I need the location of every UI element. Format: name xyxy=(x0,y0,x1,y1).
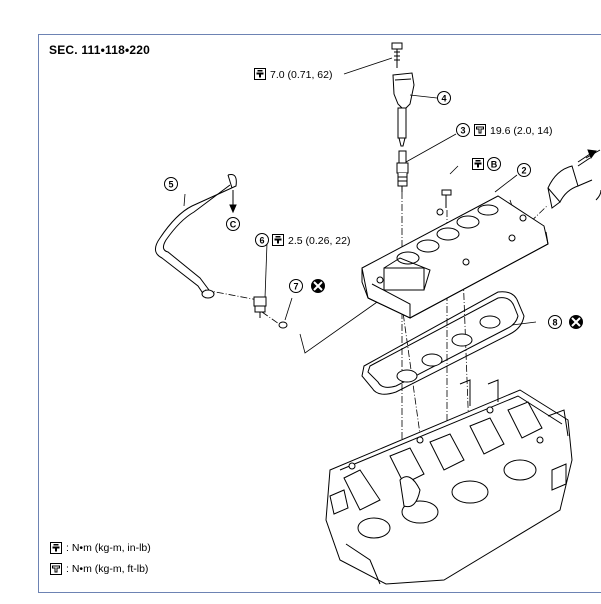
pcv-hose xyxy=(547,149,601,209)
callout-c-label: C xyxy=(230,220,237,230)
legend-in-lb: : N•m (kg-m, in-lb) xyxy=(66,542,151,554)
rocker-cover-gasket xyxy=(361,291,525,395)
pcv-arrow xyxy=(577,149,597,163)
discard-icon xyxy=(311,279,325,293)
callout-b-label: B xyxy=(491,160,498,170)
torque-spec-pcv-valve: 2.5 (0.26, 22) xyxy=(288,235,351,247)
torque-ft-lb-icon xyxy=(474,124,486,136)
callout-7-label: 7 xyxy=(293,282,298,292)
coil-bolt xyxy=(391,42,403,68)
spark-plug xyxy=(396,150,409,192)
arrow-to-c xyxy=(229,190,237,214)
callout-7: 7 xyxy=(289,279,303,293)
callout-c: C xyxy=(226,217,240,231)
callout-b: B xyxy=(487,157,501,171)
torque-spec-spark-plug: 19.6 (2.0, 14) xyxy=(490,125,553,137)
ignition-coil xyxy=(392,72,415,147)
diagram-frame xyxy=(38,34,601,593)
callout-2: 2 xyxy=(517,163,531,177)
torque-in-lb-icon xyxy=(254,68,266,80)
breather-hose xyxy=(155,174,237,299)
section-code: SEC. 111•118•220 xyxy=(49,43,151,57)
callout-8: 8 xyxy=(548,315,562,329)
callout-5: 5 xyxy=(164,177,178,191)
callout-4: 4 xyxy=(437,91,451,105)
callout-5-label: 5 xyxy=(168,180,173,190)
cover-bolt xyxy=(441,189,452,208)
callout-4-label: 4 xyxy=(441,94,446,104)
legend-ft-lb: : N•m (kg-m, ft-lb) xyxy=(66,563,149,575)
callout-8-label: 8 xyxy=(552,318,557,328)
callout-3-label: 3 xyxy=(460,126,465,136)
leader-lines xyxy=(183,57,537,326)
callout-6: 6 xyxy=(255,233,269,247)
torque-in-lb-icon xyxy=(50,542,62,554)
o-ring xyxy=(278,321,288,329)
routing-line xyxy=(299,299,381,354)
torque-ft-lb-icon xyxy=(50,563,62,575)
callout-2-label: 2 xyxy=(521,166,526,176)
discard-icon xyxy=(569,315,583,329)
cylinder-head xyxy=(325,379,573,585)
torque-in-lb-icon xyxy=(472,158,484,170)
torque-in-lb-icon xyxy=(272,234,284,246)
callout-3: 3 xyxy=(456,123,470,137)
rocker-cover xyxy=(361,195,549,319)
pcv-valve xyxy=(253,296,267,318)
torque-spec-coil-bolt: 7.0 (0.71, 62) xyxy=(270,69,333,81)
callout-6-label: 6 xyxy=(259,236,264,246)
